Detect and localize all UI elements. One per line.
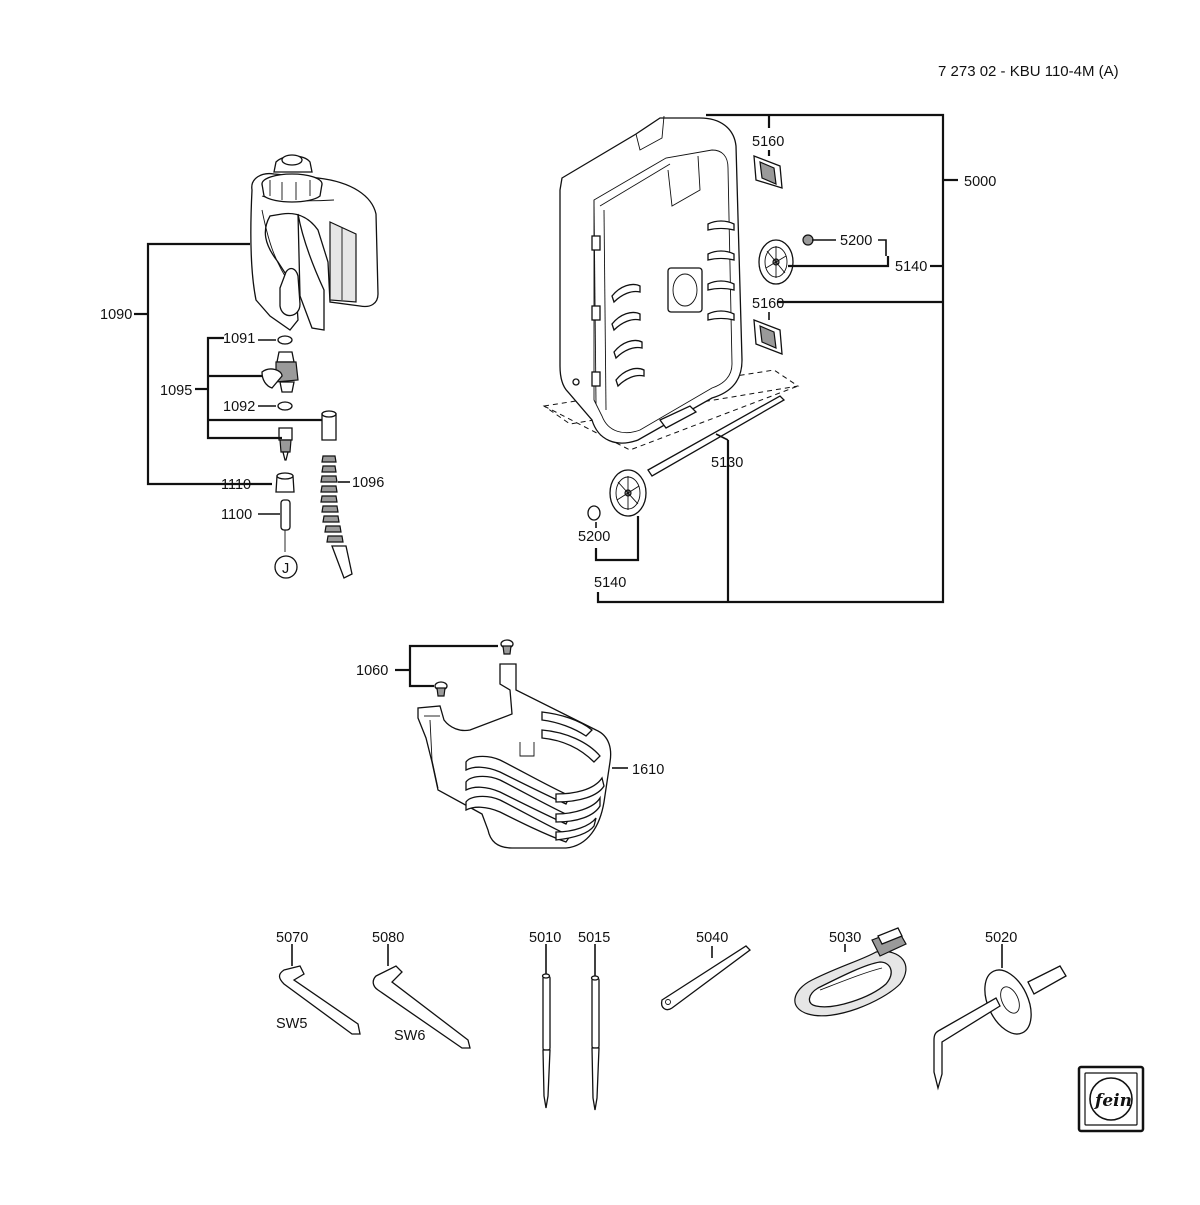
ejector-pin-5015-icon — [590, 975, 600, 1111]
label-5160-top: 5160 — [752, 134, 784, 150]
label-1092: 1092 — [223, 399, 255, 415]
label-5000: 5000 — [964, 174, 996, 190]
label-1096: 1096 — [352, 475, 384, 491]
wheel-5140-lower-icon — [609, 469, 647, 517]
valve-1095-icon — [261, 351, 299, 393]
label-1100: 1100 — [221, 507, 252, 523]
label-5200-lower: 5200 — [578, 529, 610, 545]
fitting-icon — [278, 427, 293, 461]
hex-key-sw6-icon — [372, 965, 471, 1049]
wedge-tool-5040-icon — [660, 945, 751, 1011]
label-sw6: SW6 — [394, 1028, 425, 1044]
holder-bracket-assembly: 1060 1610 — [356, 639, 664, 849]
label-5040: 5040 — [696, 930, 728, 946]
axle-5130-icon — [647, 395, 786, 477]
clip-5160-top-icon — [753, 155, 783, 189]
cap-5200-upper-icon — [802, 234, 814, 246]
label-5015: 5015 — [578, 930, 610, 946]
tools-row: 5070 SW5 5080 SW6 5010 5015 5 — [276, 927, 1067, 1111]
carrying-case-assembly: 5160 5000 5200 5140 5160 5130 5200 5140 — [542, 113, 996, 604]
tool-5020-icon — [933, 965, 1067, 1091]
label-1090: 1090 — [100, 307, 132, 323]
o-ring-1092-icon — [277, 401, 293, 411]
reference-circle-j — [274, 555, 298, 579]
label-5010: 5010 — [529, 930, 561, 946]
cap-5200-lower-icon — [587, 505, 601, 521]
strap-5030-icon — [794, 927, 907, 1017]
pin-1100-icon — [280, 499, 291, 531]
label-sw5: SW5 — [276, 1016, 307, 1032]
fein-logo-icon: fein — [1077, 1065, 1145, 1133]
label-5030: 5030 — [829, 930, 861, 946]
label-j: J — [282, 561, 289, 577]
flexible-hose-1096-icon — [320, 410, 353, 579]
screw-1060-top-icon — [500, 639, 514, 655]
label-5160-bottom: 5160 — [752, 296, 784, 312]
label-5070: 5070 — [276, 930, 308, 946]
label-5020: 5020 — [985, 930, 1017, 946]
wheel-5140-upper-icon — [758, 239, 794, 285]
ejector-pin-5010-icon — [541, 973, 551, 1109]
coolant-tank-assembly: J 1090 1091 1095 1092 1 — [100, 154, 384, 579]
o-ring-1091-icon — [277, 335, 293, 345]
label-1110: 1110 — [221, 477, 251, 493]
label-5130: 5130 — [711, 455, 743, 471]
label-5140-lower: 5140 — [594, 575, 626, 591]
label-1091: 1091 — [223, 331, 255, 347]
hex-key-sw5-icon — [278, 965, 361, 1035]
screw-1060-bottom-icon — [434, 681, 448, 697]
label-5200-upper: 5200 — [840, 233, 872, 249]
label-1610: 1610 — [632, 762, 664, 778]
fein-logo-text: fein — [1094, 1091, 1132, 1111]
label-5080: 5080 — [372, 930, 404, 946]
label-1095: 1095 — [160, 383, 192, 399]
clip-5160-bottom-icon — [753, 319, 783, 355]
diagram-title: 7 273 02 - KBU 110-4M (A) — [938, 63, 1119, 80]
label-5140-upper: 5140 — [895, 259, 927, 275]
label-1060: 1060 — [356, 663, 388, 679]
